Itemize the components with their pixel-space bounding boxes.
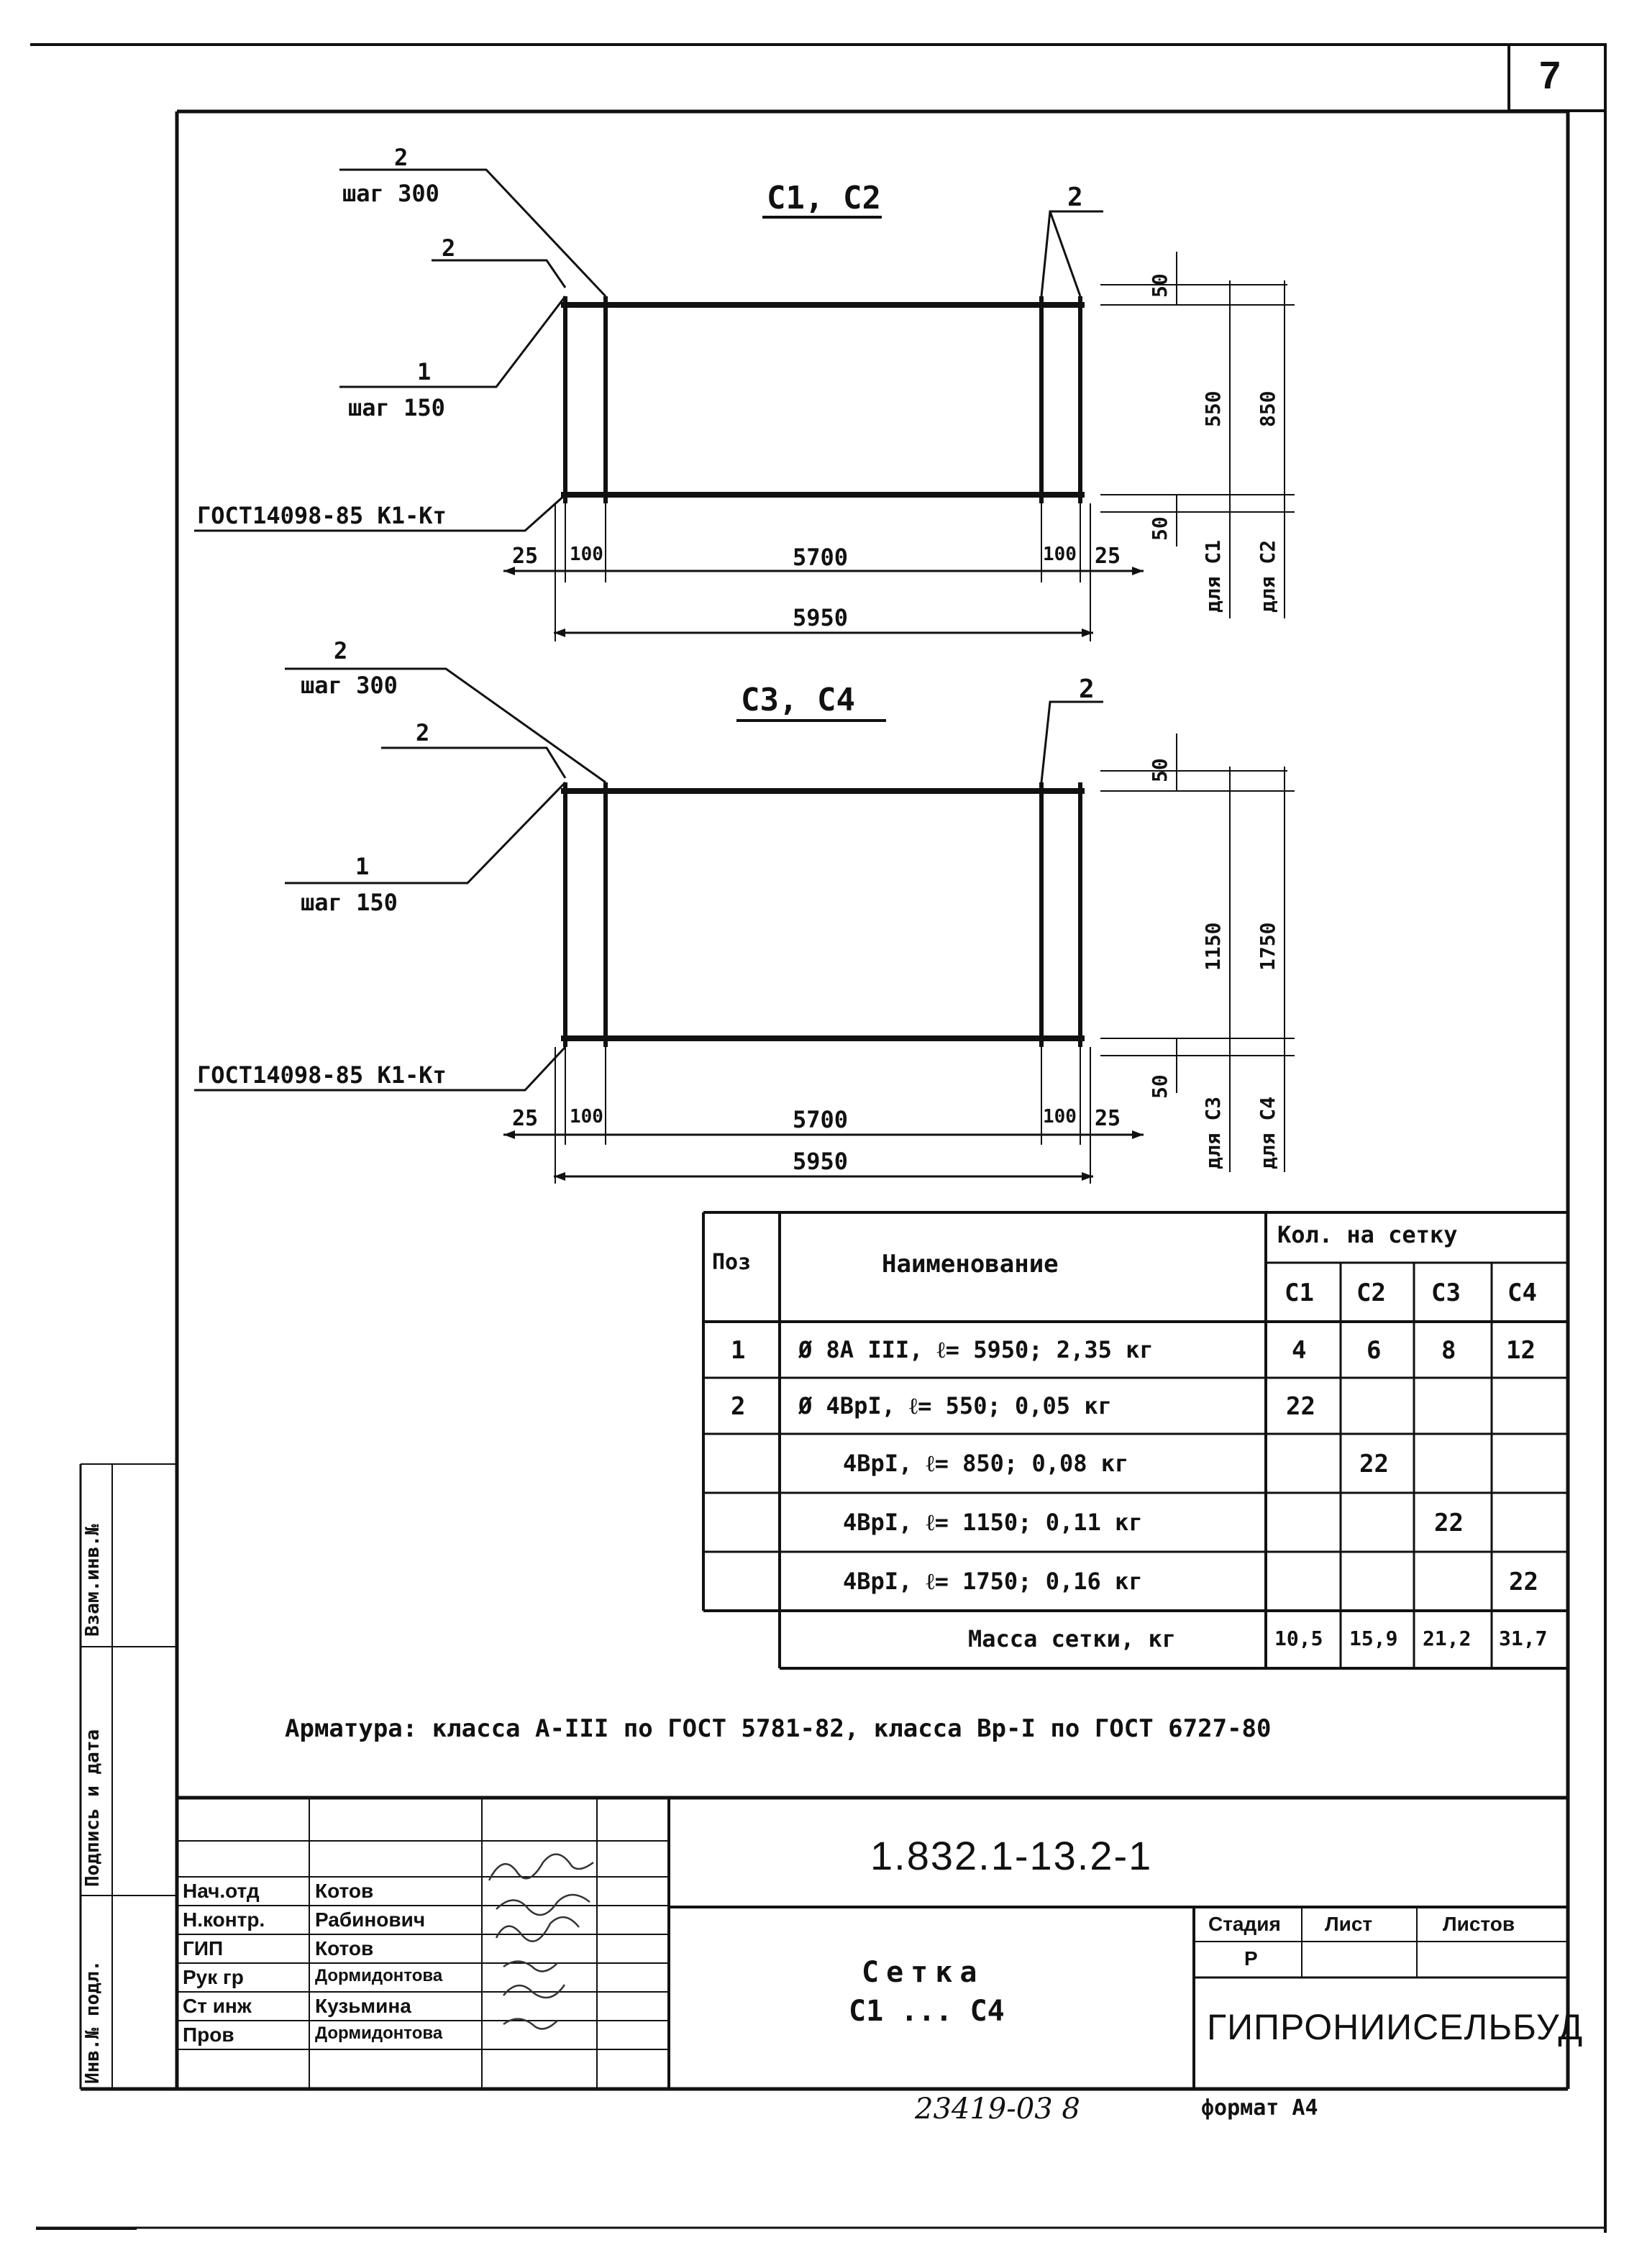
stamp-sheets-label: Листов [1443,1913,1515,1935]
drawing2-label-bottom-step: шаг 150 [301,889,398,916]
drawing1-label-bottom-step: шаг 150 [348,394,445,421]
side-strip-replace-inv: Взам.инв.№ [82,1524,104,1637]
drawing2-for-b: для С4 [1256,1096,1279,1169]
drawing2-dim-100a: 100 [570,1106,603,1128]
drawing2-dim-right: 25 [1095,1106,1121,1131]
signatures [488,1853,594,2030]
stamp-name: Дормидонтова [315,1966,443,1985]
footer-number: 23419-03 8 [915,2093,1080,2126]
spec-mass-label: Масса сетки, кг [968,1625,1176,1652]
spec-sub-c1: С1 [1285,1279,1314,1307]
footer-format: формат А4 [1201,2095,1318,2121]
drawing1-for-a: для С1 [1201,539,1225,613]
stamp-stage-value: Р [1244,1947,1258,1970]
spec-mass-c1: 10,5 [1274,1627,1323,1650]
spec-col-qty: Кол. на сетку [1277,1221,1458,1248]
stamp-role: ГИП [183,1937,224,1960]
title-line2: С1 ... С4 [849,1995,1005,2028]
drawing1-dim-100b: 100 [1043,544,1077,565]
drawing1-dim-850: 850 [1256,390,1279,427]
stamp-role: Ст инж [183,1995,252,2017]
table-row-c2: 6 [1367,1336,1382,1365]
stamp-role: Н.контр. [183,1908,265,1931]
drawing2-dim-center: 5700 [793,1106,849,1133]
spec-sub-c3: С3 [1431,1279,1461,1307]
drawing2-dim-100b: 100 [1043,1106,1077,1128]
drawing1-dim-right: 25 [1095,544,1121,569]
drawing2-label-bottom-num: 1 [355,853,370,880]
table-row-pos: 2 [731,1392,746,1421]
spec-col-pos: Поз [712,1250,752,1275]
drawing2-for-a: для С3 [1201,1096,1225,1169]
drawing2-label-right: 2 [1079,675,1095,704]
drawing1-label-top-num: 2 [394,144,409,171]
drawing2-dim-left: 25 [512,1106,539,1131]
drawing1-dim-50-top: 50 [1148,273,1172,298]
spec-mass-c2: 15,9 [1349,1627,1398,1650]
drawing1-label-top-step: шаг 300 [342,180,439,207]
drawing1-title: С1, С2 [767,180,881,216]
drawing1-dim-center: 5700 [793,544,849,571]
stamp-role: Рук гр [183,1966,244,1988]
stamp-role: Нач.отд [183,1880,260,1902]
drawing2-gost: ГОСТ14098-85 К1-Кт [197,1061,447,1089]
drawing2-dim-total: 5950 [793,1148,849,1175]
table-row-name: 4ВрI, ℓ= 1150; 0,11 кг [843,1509,1143,1536]
drawing1-label-mid: 2 [442,234,456,262]
spec-sub-c2: С2 [1356,1279,1386,1307]
stamp-name: Кузьмина [315,1995,411,2017]
table-row-c4: 12 [1506,1336,1536,1365]
drawing2-label-mid: 2 [416,719,430,746]
stamp-name: Дормидонтова [315,2024,443,2043]
drawing1-label-bottom-num: 1 [417,358,432,385]
table-row-pos: 1 [731,1336,746,1365]
stamp-name: Котов [315,1880,374,1902]
spec-mass-c4: 31,7 [1499,1627,1548,1650]
side-strip-signature-date: Подпись и дата [82,1729,104,1887]
drawing2-label-top-step: шаг 300 [301,672,398,699]
drawing2-label-top-num: 2 [334,637,348,664]
drawing1-dim-total: 5950 [793,604,849,631]
drawing1-label-right: 2 [1067,183,1083,212]
drawing1-dim-550: 550 [1201,390,1225,427]
drawing1-dim-100a: 100 [570,544,603,565]
title-line1: Сетка [862,1956,985,1989]
drawing1-dim-50-bottom: 50 [1148,516,1172,541]
doc-code: 1.832.1-13.2-1 [870,1833,1153,1878]
side-strip-inv-original: Инв.№ подл. [82,1960,104,2084]
table-row-c1: 22 [1286,1392,1315,1421]
drawing2-dim-50-top: 50 [1148,758,1172,782]
page-number: 7 [1539,54,1561,97]
table-row-c2: 22 [1359,1450,1389,1478]
table-row-c3: 22 [1434,1509,1464,1537]
spec-col-name: Наименование [882,1250,1059,1279]
table-row-c1: 4 [1292,1336,1307,1365]
table-row-name: Ø 4ВрI, ℓ= 550; 0,05 кг [798,1392,1112,1419]
stamp-role: Пров [183,2024,234,2046]
reinforcement-note: Арматура: класса А-III по ГОСТ 5781-82, … [285,1714,1272,1743]
table-row-c4: 22 [1509,1568,1538,1596]
table-row-name: 4ВрI, ℓ= 1750; 0,16 кг [843,1568,1143,1595]
organization: ГИПРОНИИСЕЛЬБУД [1207,2007,1584,2047]
drawing2-title: С3, С4 [741,682,855,718]
drawing1-for-b: для С2 [1256,539,1279,613]
spec-sub-c4: С4 [1507,1279,1537,1307]
drawing1-gost: ГОСТ14098-85 К1-Кт [197,502,447,529]
stamp-sheet-label: Лист [1325,1913,1373,1935]
spec-mass-c3: 21,2 [1423,1627,1472,1650]
table-row-c3: 8 [1441,1336,1456,1365]
drawing2-dim-1150: 1150 [1201,922,1225,971]
stamp-name: Котов [315,1937,374,1960]
drawing1-dim-left: 25 [512,544,539,569]
drawing2-dim-50-bottom: 50 [1148,1074,1172,1099]
drawing2-dim-1750: 1750 [1256,922,1279,971]
stamp-stage-label: Стадия [1208,1913,1281,1935]
stamp-name: Рабинович [315,1908,426,1931]
table-row-name: 4ВрI, ℓ= 850; 0,08 кг [843,1450,1129,1477]
table-row-name: Ø 8А III, ℓ= 5950; 2,35 кг [798,1336,1154,1363]
